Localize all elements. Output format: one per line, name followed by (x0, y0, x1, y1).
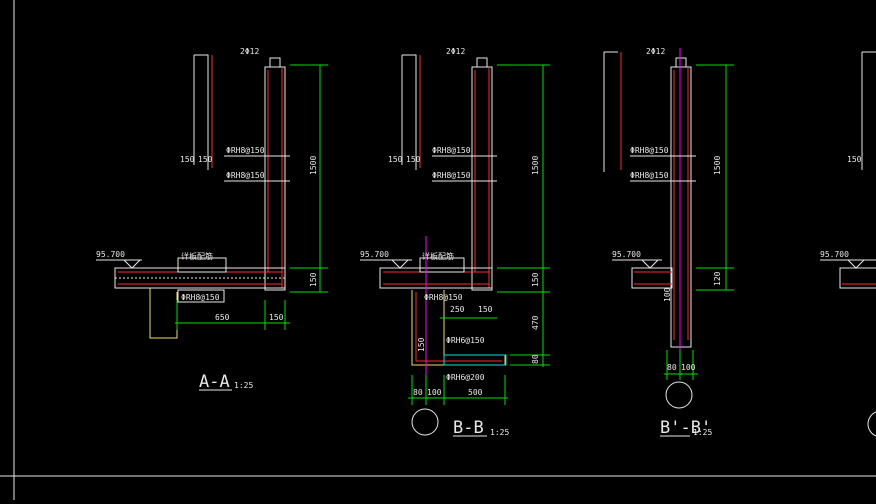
aa-beam-outline (149, 288, 178, 339)
bp-stirrup-label-1: ΦRH8@150 (630, 146, 669, 155)
bb-dim-150v: 150 (531, 272, 540, 287)
bb-stirrup-low: ΦRH8@150 (424, 293, 463, 302)
aa-elev-triangle (123, 259, 141, 269)
bb-dim-80b: 80 (413, 388, 423, 397)
bp-dim-80: 80 (667, 363, 677, 372)
bb-stirrup-label-2: ΦRH8@150 (432, 171, 471, 180)
bp-dim-100: 100 (681, 363, 696, 372)
bp-dim-120: 120 (713, 271, 722, 286)
aa-top-bar-label: 2Φ12 (240, 47, 259, 56)
cc-dim-150a: 150 (847, 155, 862, 164)
aa-dim-150v: 150 (309, 272, 318, 287)
bb-scale: 1:25 (490, 428, 509, 437)
aa-dim-150h: 150 (269, 313, 284, 322)
bb-dim-100: 100 (427, 388, 442, 397)
bp-wall-cap (675, 57, 687, 68)
aa-stirrup-low: ΦRH8@150 (181, 293, 220, 302)
aa-stirrup-label-2: ΦRH8@150 (226, 171, 265, 180)
bp-scale: 1:25 (693, 428, 712, 437)
bp-axis-bubble (665, 381, 693, 409)
aa-wall-cap (269, 57, 281, 68)
aa-bracket-white (194, 54, 209, 170)
bb-top-bar-label: 2Φ12 (446, 47, 465, 56)
bb-elev-triangle (391, 259, 409, 269)
cc-slab (839, 267, 876, 289)
bb-dim-150c: 150 (417, 337, 426, 352)
aa-note: 详板配筋 (181, 251, 213, 261)
bp-slab (631, 267, 673, 289)
aa-dim-1500: 1500 (309, 156, 318, 175)
bb-dim-250: 250 (450, 305, 465, 314)
section-b-b: 2Φ12 ΦRH8@150 ΦRH8@150 150 150 1500 150 … (360, 47, 550, 438)
bp-top-bar-label: 2Φ12 (646, 47, 665, 56)
bp-elevation: 95.700 (612, 250, 641, 259)
bb-note: 详板配筋 (422, 251, 454, 261)
bb-slab-strip (443, 354, 507, 366)
bb-dim-150h: 150 (478, 305, 493, 314)
bb-channel-outline (411, 290, 506, 366)
bb-axis-bubble (411, 408, 439, 436)
aa-lower-box (177, 289, 225, 303)
section-b-prime: 2Φ12 ΦRH8@150 ΦRH8@150 1500 120 95.700 1… (603, 47, 734, 438)
section-partial-right: 150 95.700 (820, 51, 876, 437)
bb-wall-cap (476, 57, 488, 68)
aa-dim-150b: 150 (198, 155, 213, 164)
bp-elev-triangle (641, 259, 659, 269)
aa-stirrup-label-1: ΦRH8@150 (226, 146, 265, 155)
bp-dim-100v: 100 (663, 287, 672, 302)
bb-bracket-white (402, 54, 417, 170)
cc-bubble-partial (867, 411, 876, 437)
bb-dim-80: 80 (531, 354, 540, 364)
bb-rh6-label-1: ΦRH6@150 (446, 336, 485, 345)
aa-dim-150a: 150 (180, 155, 195, 164)
section-a-a: 2Φ12 ΦRH8@150 ΦRH8@150 150 150 1500 150 … (96, 47, 328, 392)
bb-rh6-label-2: ΦRH6@200 (446, 373, 485, 382)
bb-slab (379, 267, 493, 289)
bb-dim-500: 500 (468, 388, 483, 397)
bb-stirrup-label-1: ΦRH8@150 (432, 146, 471, 155)
bb-note-box (419, 257, 465, 273)
aa-title: A-A (199, 372, 230, 392)
cc-elev-triangle (847, 259, 865, 269)
bb-dim-1500: 1500 (531, 156, 540, 175)
aa-scale: 1:25 (234, 381, 253, 390)
bp-title: B'-B' (660, 418, 711, 438)
aa-dim-650: 650 (215, 313, 230, 322)
bp-dim-1500: 1500 (713, 156, 722, 175)
cc-elevation: 95.700 (820, 250, 849, 259)
bp-stirrup-label-2: ΦRH8@150 (630, 171, 669, 180)
bb-dim-150a: 150 (388, 155, 403, 164)
aa-elevation: 95.700 (96, 250, 125, 259)
bb-title: B-B (453, 418, 484, 438)
bb-elevation: 95.700 (360, 250, 389, 259)
bb-dim-150b: 150 (406, 155, 421, 164)
aa-note-box (177, 257, 227, 273)
bb-dim-470: 470 (531, 315, 540, 330)
